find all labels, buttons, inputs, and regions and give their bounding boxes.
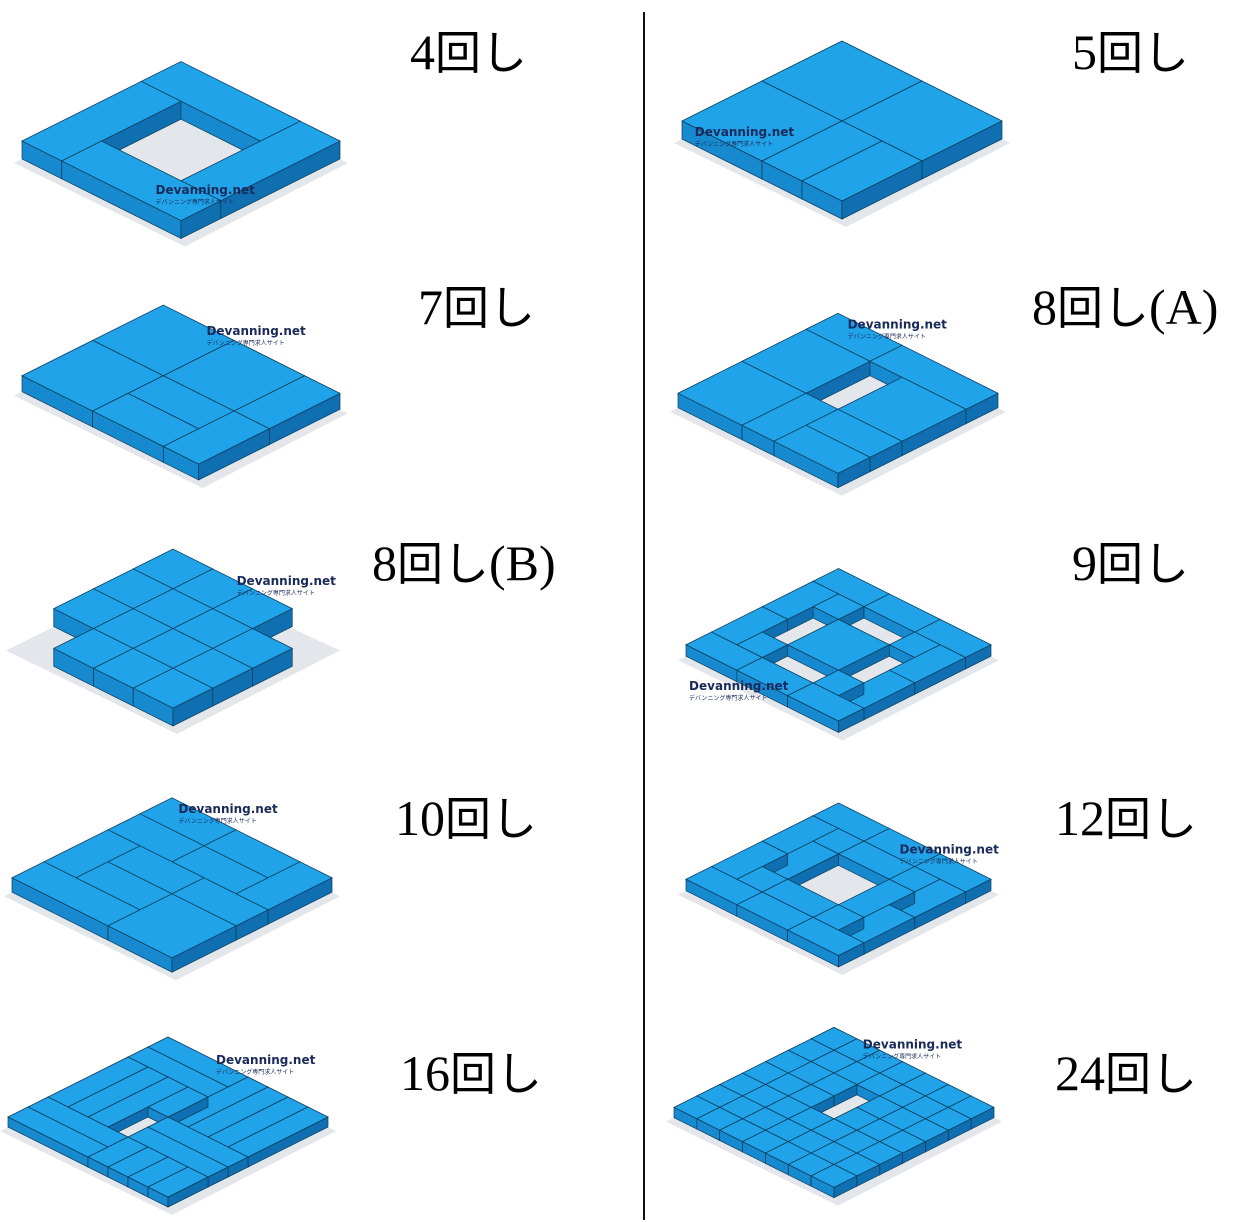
box-top-face — [810, 1164, 858, 1188]
watermark-subtitle: デバンニング専門求人サイト — [848, 332, 926, 340]
watermark-subtitle: デバンニング専門求人サイト — [863, 1053, 941, 1061]
watermark-subtitle: デバンニング専門求人サイト — [900, 857, 978, 865]
carton-box — [786, 682, 865, 734]
watermark-subtitle: デバンニング専門求人サイト — [695, 140, 773, 148]
box-top-face — [147, 1166, 209, 1198]
label-kanji: 回し — [435, 26, 527, 80]
watermark-title: Devanning.net — [206, 324, 306, 338]
label-suffix: (B) — [489, 535, 556, 591]
pattern-label-p16: 16回し — [400, 1043, 542, 1104]
label-number: 12 — [1055, 790, 1105, 846]
label-suffix: (A) — [1149, 279, 1219, 335]
watermark-title: Devanning.net — [863, 1038, 963, 1052]
label-number: 8 — [372, 535, 397, 591]
watermark-title: Devanning.net — [900, 842, 1000, 856]
carton-box — [132, 667, 214, 727]
label-kanji: 回し — [1105, 1047, 1197, 1101]
watermark-subtitle: デバンニング専門求人サイト — [178, 817, 256, 825]
watermark-subtitle: デバンニング専門求人サイト — [206, 339, 284, 347]
watermark-subtitle: デバンニング専門求人サイト — [156, 198, 234, 206]
box-top-face — [162, 410, 271, 465]
label-kanji: 回し — [397, 537, 489, 591]
pattern-label-p7: 7回し — [418, 277, 535, 338]
label-number: 24 — [1055, 1045, 1105, 1101]
watermark-subtitle: デバンニング専門求人サイト — [237, 589, 315, 597]
label-kanji: 回し — [1057, 281, 1149, 335]
box-top-face — [801, 140, 923, 202]
label-number: 9 — [1072, 535, 1097, 591]
watermark-title: Devanning.net — [689, 679, 789, 693]
carton-box — [107, 893, 237, 973]
label-kanji: 回し — [1097, 537, 1189, 591]
pattern-label-p8b: 8回し(B) — [372, 533, 556, 594]
pattern-label-p9: 9回し — [1072, 533, 1189, 594]
label-kanji: 回し — [443, 281, 535, 335]
watermark-subtitle: デバンニング専門求人サイト — [216, 1068, 294, 1076]
label-kanji: 回し — [1105, 792, 1197, 846]
label-number: 4 — [410, 24, 435, 80]
box-top-face — [60, 140, 222, 222]
watermark-title: Devanning.net — [848, 317, 948, 331]
carton-box — [801, 140, 923, 220]
carton-box — [810, 1164, 858, 1199]
label-number: 10 — [395, 790, 445, 846]
pattern-label-p10: 10回し — [395, 788, 537, 849]
pattern-label-p5: 5回し — [1072, 22, 1189, 83]
watermark-title: Devanning.net — [695, 125, 795, 139]
watermark-title: Devanning.net — [216, 1053, 316, 1067]
label-kanji: 回し — [450, 1047, 542, 1101]
pattern-label-p24: 24回し — [1055, 1043, 1197, 1104]
carton-box — [786, 618, 891, 683]
box-top-face — [773, 424, 871, 474]
pattern-label-p8a: 8回し(A) — [1032, 277, 1218, 338]
carton-box — [786, 916, 865, 968]
carton-box — [60, 140, 222, 240]
pattern-label-p12: 12回し — [1055, 788, 1197, 849]
label-number: 16 — [400, 1045, 450, 1101]
box-top-face — [107, 893, 237, 959]
box-top-face — [786, 916, 865, 956]
pattern-label-p4: 4回し — [410, 22, 527, 83]
carton-box — [147, 1166, 209, 1208]
carton-box — [773, 424, 871, 489]
label-number: 8 — [1032, 279, 1057, 335]
label-number: 5 — [1072, 24, 1097, 80]
label-kanji: 回し — [445, 792, 537, 846]
watermark-subtitle: デバンニング専門求人サイト — [689, 694, 767, 702]
watermark-title: Devanning.net — [156, 183, 256, 197]
carton-box — [162, 410, 271, 481]
watermark-title: Devanning.net — [178, 802, 278, 816]
column-divider — [643, 12, 645, 1220]
box-top-face — [786, 682, 865, 722]
watermark-title: Devanning.net — [237, 574, 337, 588]
label-kanji: 回し — [1097, 26, 1189, 80]
label-number: 7 — [418, 279, 443, 335]
box-top-face — [132, 667, 214, 709]
